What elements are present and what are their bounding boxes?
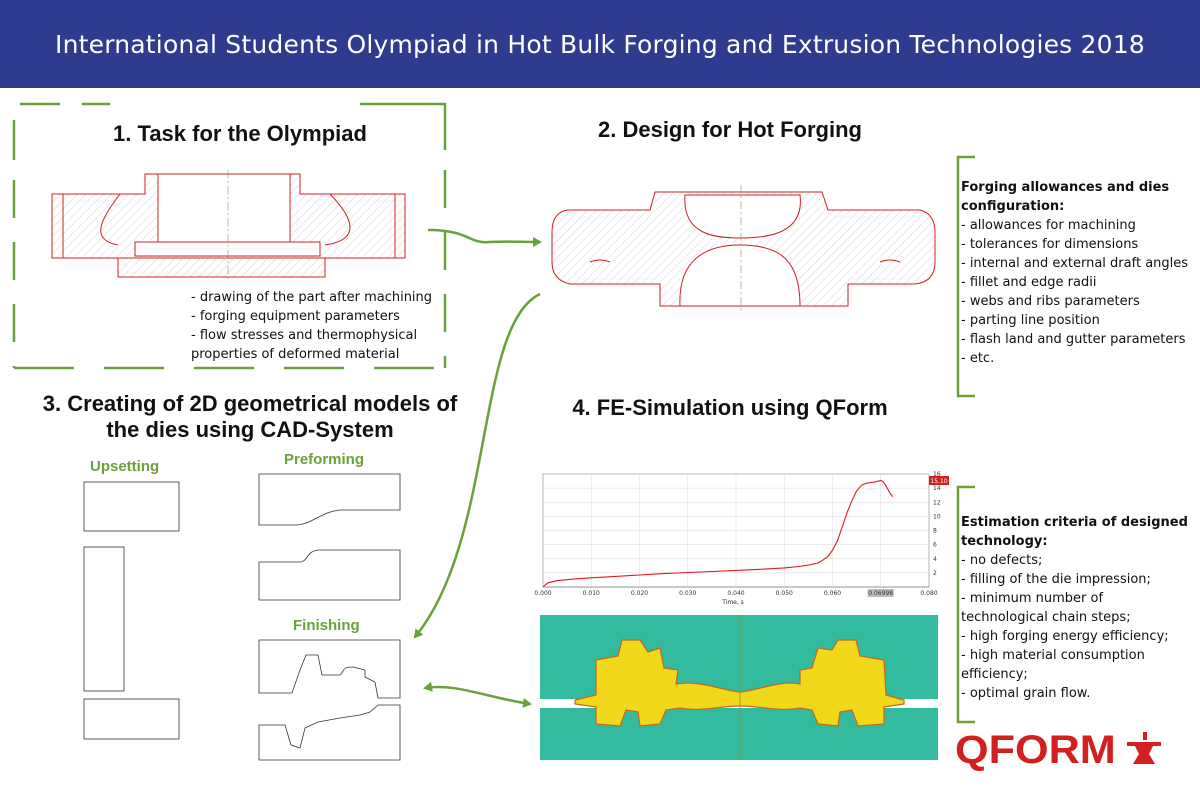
criteria-item: - high forging energy efficiency; [961, 629, 1169, 644]
task-bullet: - flow stresses and thermophysical [191, 328, 418, 343]
header-title: International Students Olympiad in Hot B… [55, 29, 1145, 59]
design-item: - internal and external draft angles [961, 256, 1189, 271]
task-title: 1. Task for the Olympiad [113, 121, 367, 146]
chart-y-tick-label: 8 [933, 528, 937, 535]
criteria-item: - no defects; [961, 553, 1043, 568]
chart-x-ticks: 0.000 0.010 0.020 0.030 0.040 0.050 0.060 0.069… [534, 589, 938, 597]
chart-x-tick-label: 0.030 [679, 590, 696, 597]
load-chart: 0.000 0.010 0.020 0.030 0.040 0.050 0.060 0.069… [534, 471, 949, 606]
part-drawing [51, 170, 406, 282]
estimation-criteria-box: Estimation criteria of designed technolo… [961, 513, 1188, 703]
chart-x-tick-label: 0.060 [824, 590, 841, 597]
task-bullet: properties of deformed material [191, 347, 400, 362]
preforming-dies [258, 473, 401, 601]
criteria-bracket [956, 485, 975, 724]
cad-title: 3. Creating of 2D geometrical models of … [10, 391, 490, 443]
upsetting-dies [83, 481, 180, 740]
criteria-item: - filling of the die impression; [961, 572, 1151, 587]
chart-y-ticks: 2 4 6 8 10 12 14 16 [933, 471, 941, 577]
stage-finishing-label: Finishing [293, 617, 360, 634]
design-item: - allowances for machining [961, 218, 1136, 233]
arrow-design-to-finishing [413, 292, 541, 639]
design-item: - fillet and edge radii [961, 275, 1097, 290]
chart-x-tick-label: 0.040 [727, 590, 744, 597]
task-frame [12, 102, 447, 370]
chart-cursor-x-box [867, 589, 894, 597]
chart-y-tick-label: 6 [933, 542, 937, 549]
chart-x-tick-label: 0.06998 [868, 590, 893, 597]
chart-y-tick-label: 14 [933, 485, 941, 492]
chart-cursor-y-box [929, 476, 949, 485]
design-bracket [956, 155, 975, 398]
chart-x-tick-label: 0.020 [631, 590, 648, 597]
chart-cursor-y-label: 15.10 [930, 478, 947, 485]
chart-x-label: Time, s [721, 599, 744, 606]
chart-y-tick-label: 16 [933, 471, 941, 478]
design-item: - webs and ribs parameters [961, 294, 1140, 309]
design-title: 2. Design for Hot Forging [598, 117, 862, 142]
chart-series-line [542, 479, 894, 588]
arrow-finishing-to-simulation [423, 681, 532, 708]
forging-drawing [551, 185, 936, 312]
deformed-billet [574, 639, 905, 727]
task-bullet: - forging equipment parameters [191, 309, 400, 324]
chart-y-tick-label: 2 [933, 570, 937, 577]
task-bullets: - drawing of the part after machining - … [191, 288, 432, 364]
cad-title-line2: the dies using CAD-System [106, 417, 394, 442]
design-heading-line2: configuration: [961, 199, 1065, 214]
criteria-item: - high material consumption [961, 648, 1145, 663]
design-heading-line1: Forging allowances and dies [961, 180, 1170, 195]
criteria-heading-line1: Estimation criteria of designed [961, 515, 1188, 530]
arrow-task-to-design [427, 228, 542, 247]
cad-title-line1: 3. Creating of 2D geometrical models of [42, 391, 458, 416]
chart-x-tick-label: 0.010 [583, 590, 600, 597]
task-bullet: - drawing of the part after machining [191, 290, 433, 305]
criteria-item: - optimal grain flow. [961, 686, 1091, 701]
simulation-view [540, 615, 938, 760]
chart-y-tick-label: 10 [933, 513, 941, 520]
design-item: - tolerances for dimensions [961, 237, 1139, 252]
criteria-item: - minimum number of [961, 591, 1104, 606]
anvil-icon [1127, 732, 1161, 764]
chart-x-tick-label: 0.050 [776, 590, 793, 597]
header-banner: International Students Olympiad in Hot B… [0, 0, 1200, 88]
criteria-heading-line2: technology: [961, 534, 1048, 549]
stage-preforming-label: Preforming [284, 451, 365, 468]
design-criteria-box: Forging allowances and dies configuratio… [961, 178, 1188, 368]
qform-logo: QFORM [955, 728, 1116, 772]
criteria-item: technological chain steps; [961, 610, 1131, 625]
chart-y-tick-label: 4 [933, 556, 937, 563]
chart-x-tick-label: 0.080 [920, 590, 937, 597]
simulation-title: 4. FE-Simulation using QForm [572, 395, 888, 420]
chart-y-tick-label: 12 [933, 499, 941, 506]
design-item: - flash land and gutter parameters [961, 332, 1186, 347]
stage-upsetting-label: Upsetting [90, 458, 160, 475]
design-item: - etc. [961, 351, 995, 366]
finishing-dies [258, 639, 401, 761]
chart-x-tick-label: 0.000 [534, 590, 551, 597]
design-item: - parting line position [961, 313, 1100, 328]
criteria-item: efficiency; [961, 667, 1028, 682]
